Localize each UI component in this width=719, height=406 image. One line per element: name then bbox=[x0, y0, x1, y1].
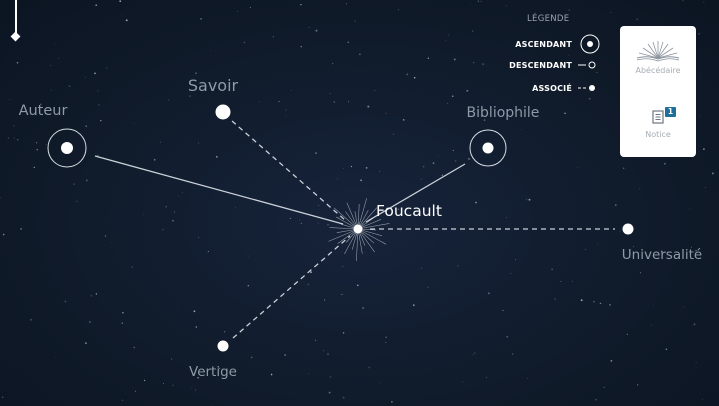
side-panel: Abécédaire 1 Notice bbox=[620, 26, 696, 157]
abecedaire-label: Abécédaire bbox=[635, 66, 681, 75]
center-node-label[interactable]: Foucault bbox=[376, 202, 442, 220]
node-savoir[interactable] bbox=[215, 104, 231, 120]
node-savoir-label[interactable]: Savoir bbox=[188, 76, 239, 95]
dashed-filled-dot-icon bbox=[578, 85, 595, 91]
notice-button[interactable]: 1 Notice bbox=[620, 107, 696, 139]
center-node[interactable] bbox=[353, 224, 363, 234]
notice-count-badge: 1 bbox=[665, 107, 676, 117]
legend-item-associe: ASSOCIÉ bbox=[532, 80, 602, 96]
abecedaire-button[interactable]: Abécédaire bbox=[620, 38, 696, 75]
timeline-track[interactable] bbox=[15, 0, 17, 36]
legend-item-ascendant: ASCENDANT bbox=[515, 34, 602, 54]
link-bibliophile bbox=[365, 163, 466, 223]
node-auteur-label[interactable]: Auteur bbox=[19, 103, 68, 119]
legend-item-descendant: DESCENDANT bbox=[509, 57, 602, 73]
link-auteur bbox=[94, 155, 344, 225]
notice-label: Notice bbox=[645, 130, 671, 139]
node-universalite-label[interactable]: Universalité bbox=[622, 247, 702, 263]
document-icon bbox=[652, 110, 664, 124]
legend-title: LÉGENDE bbox=[527, 14, 570, 24]
node-bibliophile-label[interactable]: Bibliophile bbox=[467, 105, 540, 121]
open-book-icon bbox=[636, 41, 680, 62]
link-vertige bbox=[232, 235, 351, 339]
node-auteur[interactable] bbox=[47, 128, 87, 168]
node-bibliophile[interactable] bbox=[469, 129, 507, 167]
node-vertige-label[interactable]: Vertige bbox=[189, 364, 237, 380]
legend-label: ASCENDANT bbox=[515, 39, 572, 49]
link-savoir bbox=[231, 120, 346, 221]
ringed-dot-icon bbox=[580, 34, 600, 54]
node-universalite[interactable] bbox=[622, 223, 634, 235]
legend-label: ASSOCIÉ bbox=[532, 83, 572, 93]
node-vertige[interactable] bbox=[217, 340, 229, 352]
line-hollow-dot-icon bbox=[578, 61, 596, 69]
legend-label: DESCENDANT bbox=[509, 60, 572, 70]
